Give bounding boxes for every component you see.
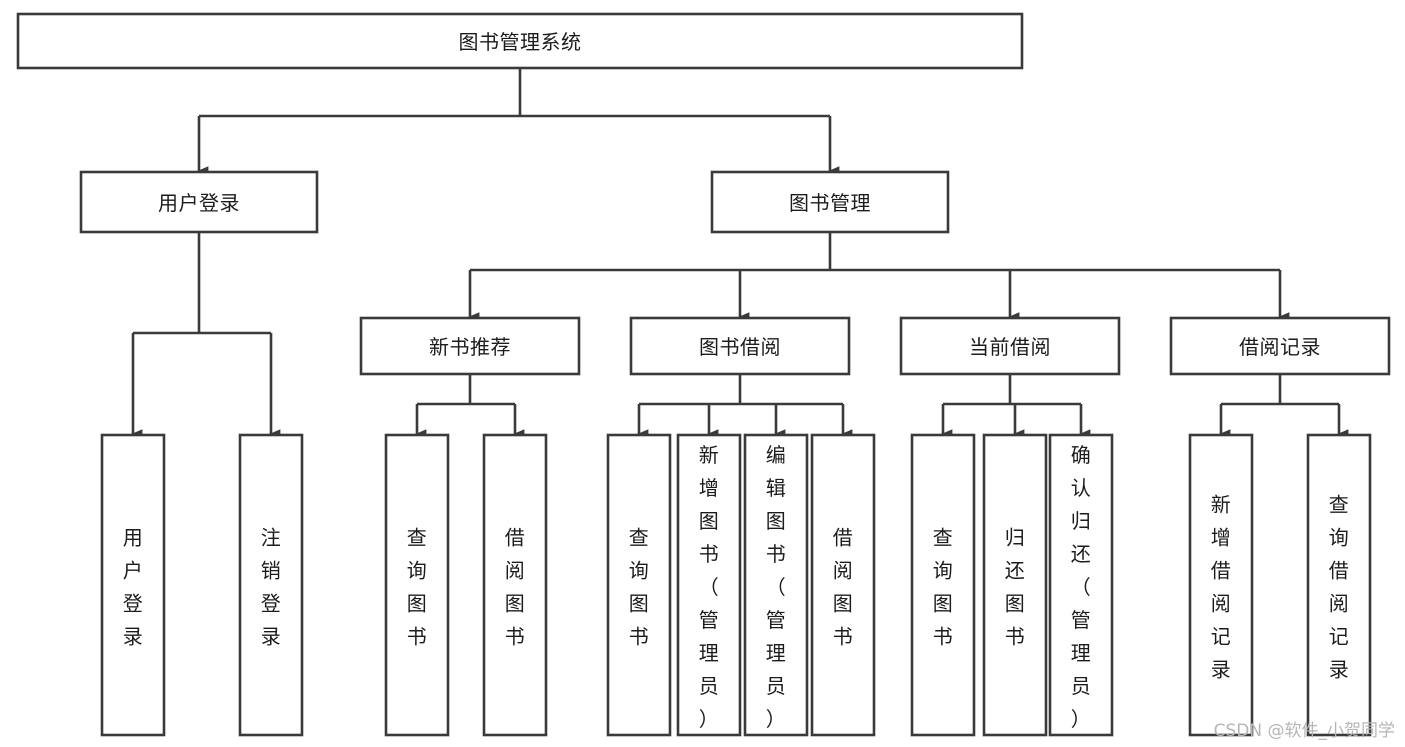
node-label-book-management: 图书管理 — [789, 191, 871, 215]
node-label-root: 图书管理系统 — [459, 30, 582, 54]
node-new-book-recommend[interactable]: 新书推荐 — [359, 316, 581, 376]
node-box-leaf-borrow-book — [810, 433, 876, 737]
node-box-leaf-add-book-admin — [676, 433, 742, 737]
node-label-leaf-add-borrow-record: 新增借阅记录 — [1211, 493, 1232, 682]
node-label-leaf-query-book-current: 查询图书 — [933, 526, 954, 649]
node-box-new-book-recommend — [359, 316, 581, 376]
node-label-new-book-recommend: 新书推荐 — [429, 335, 511, 359]
node-label-leaf-query-book-rec: 查询图书 — [407, 526, 428, 649]
node-label-leaf-confirm-return-admin: 确认归还（管理员） — [1071, 443, 1092, 731]
node-label-borrow-record: 借阅记录 — [1239, 335, 1321, 359]
node-box-leaf-query-book-rec — [384, 433, 450, 737]
node-leaf-query-book-rec[interactable]: 查询图书 — [384, 433, 450, 737]
connector-layer — [131, 68, 1349, 439]
node-box-leaf-confirm-return-admin — [1048, 433, 1114, 737]
node-book-borrow[interactable]: 图书借阅 — [629, 316, 851, 376]
node-leaf-borrow-book[interactable]: 借阅图书 — [810, 433, 876, 737]
node-box-root — [16, 12, 1024, 70]
node-label-leaf-query-borrow-record: 查询借阅记录 — [1329, 493, 1350, 682]
node-label-leaf-borrow-book-rec: 借阅图书 — [505, 526, 526, 649]
node-box-leaf-borrow-book-rec — [482, 433, 548, 737]
node-leaf-logout[interactable]: 注销登录 — [238, 433, 304, 737]
node-box-leaf-return-book — [982, 433, 1048, 737]
node-leaf-confirm-return-admin[interactable]: 确认归还（管理员） — [1048, 433, 1114, 737]
node-current-borrow[interactable]: 当前借阅 — [899, 316, 1121, 376]
node-box-leaf-query-book-current — [910, 433, 976, 737]
node-box-book-borrow — [629, 316, 851, 376]
node-box-leaf-edit-book-admin — [743, 433, 809, 737]
node-borrow-record[interactable]: 借阅记录 — [1169, 316, 1391, 376]
node-box-book-management — [710, 170, 950, 234]
node-label-leaf-query-book-borrow: 查询图书 — [629, 526, 650, 649]
node-leaf-borrow-book-rec[interactable]: 借阅图书 — [482, 433, 548, 737]
node-label-book-borrow: 图书借阅 — [699, 335, 781, 359]
node-user-login[interactable]: 用户登录 — [79, 170, 319, 234]
node-box-leaf-query-book-borrow — [606, 433, 672, 737]
node-leaf-query-book-current[interactable]: 查询图书 — [910, 433, 976, 737]
node-layer: 图书管理系统用户登录图书管理新书推荐图书借阅当前借阅借阅记录用户登录注销登录查询… — [16, 12, 1391, 737]
node-leaf-return-book[interactable]: 归还图书 — [982, 433, 1048, 737]
node-leaf-user-login[interactable]: 用户登录 — [100, 433, 166, 737]
node-label-user-login: 用户登录 — [158, 191, 240, 215]
node-leaf-query-borrow-record[interactable]: 查询借阅记录 — [1306, 433, 1372, 737]
node-label-leaf-add-book-admin: 新增图书（管理员） — [699, 443, 720, 731]
node-label-leaf-return-book: 归还图书 — [1005, 526, 1026, 649]
node-book-management[interactable]: 图书管理 — [710, 170, 950, 234]
node-label-leaf-edit-book-admin: 编辑图书（管理员） — [766, 443, 787, 731]
node-label-leaf-borrow-book: 借阅图书 — [833, 526, 854, 649]
node-box-borrow-record — [1169, 316, 1391, 376]
csdn-watermark: CSDN @软件_小贺同学 — [1213, 721, 1395, 741]
node-box-leaf-query-borrow-record — [1306, 433, 1372, 737]
node-root[interactable]: 图书管理系统 — [16, 12, 1024, 70]
node-box-current-borrow — [899, 316, 1121, 376]
node-label-leaf-logout: 注销登录 — [261, 526, 282, 649]
node-leaf-query-book-borrow[interactable]: 查询图书 — [606, 433, 672, 737]
node-box-user-login — [79, 170, 319, 234]
node-leaf-add-borrow-record[interactable]: 新增借阅记录 — [1188, 433, 1254, 737]
node-box-leaf-add-borrow-record — [1188, 433, 1254, 737]
node-box-leaf-logout — [238, 433, 304, 737]
node-label-leaf-user-login: 用户登录 — [123, 526, 144, 649]
node-box-leaf-user-login — [100, 433, 166, 737]
node-leaf-add-book-admin[interactable]: 新增图书（管理员） — [676, 433, 742, 737]
node-label-current-borrow: 当前借阅 — [969, 335, 1051, 359]
node-leaf-edit-book-admin[interactable]: 编辑图书（管理员） — [743, 433, 809, 737]
